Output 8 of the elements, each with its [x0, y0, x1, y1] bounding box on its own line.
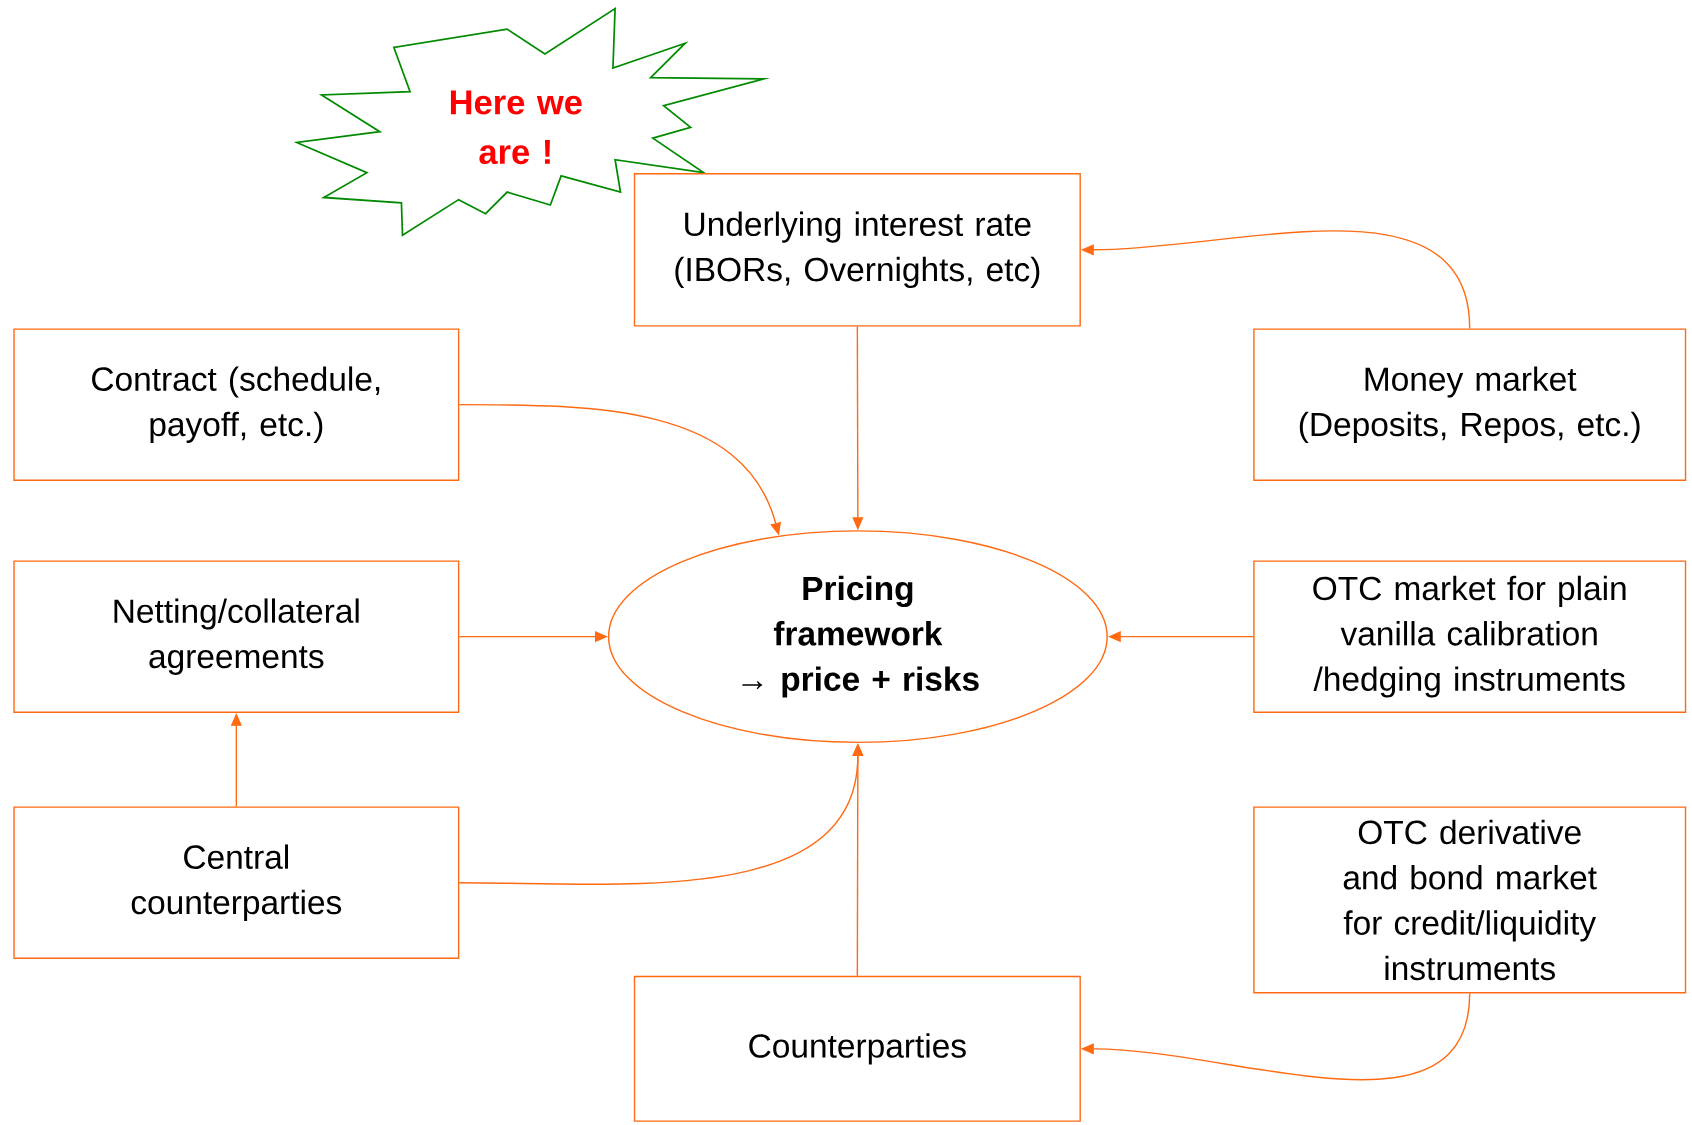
process-box: Central counterparties	[13, 806, 460, 959]
process-box: Underlying interest rate (IBORs, Overnights, etc)	[633, 172, 1081, 327]
process-box: OTC market for plain vanilla calibration /hedging instruments	[1253, 560, 1687, 713]
process-box: Counterparties	[633, 975, 1081, 1122]
process-box: Contract (schedule, payoff, etc.)	[13, 328, 460, 481]
process-box: Netting/collateral agreements	[13, 560, 460, 713]
process-box: OTC derivative and bond market for credit/liquidity instruments	[1253, 806, 1687, 994]
process-box: Money market (Deposits, Repos, etc.)	[1253, 328, 1687, 481]
